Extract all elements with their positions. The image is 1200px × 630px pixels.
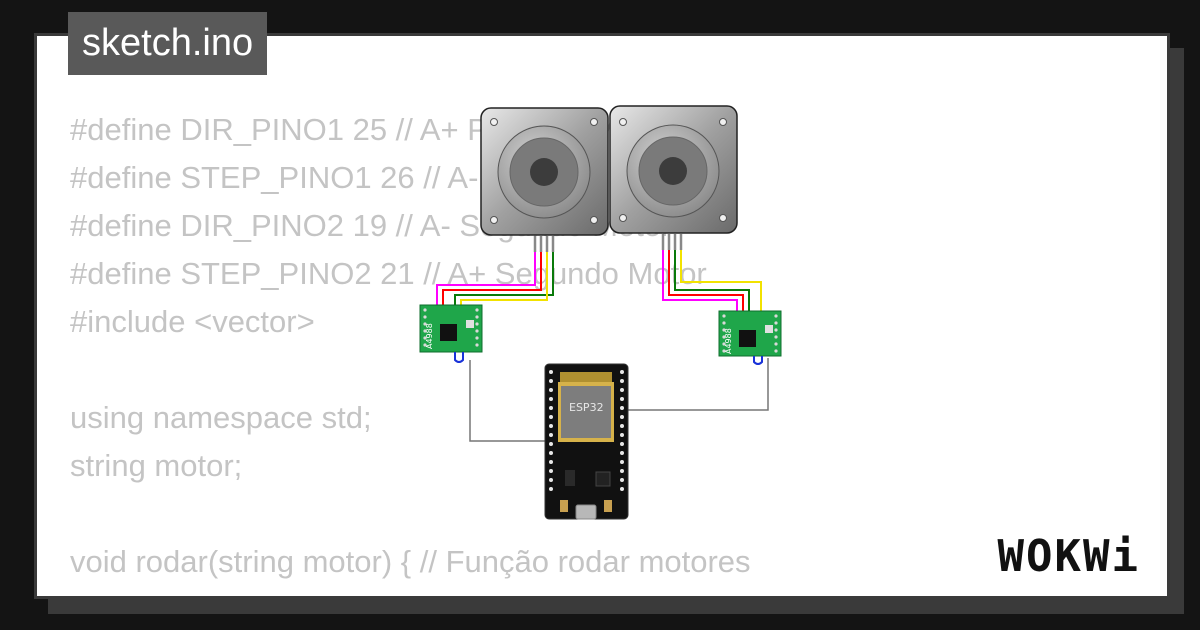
esp32-chip-label: ESP32 <box>569 401 604 414</box>
code-line: #define STEP_PINO2 21 // A+ Segundo Moto… <box>70 256 707 291</box>
driver-1-label: A4988 <box>425 323 434 349</box>
driver-1-jumper <box>454 352 464 363</box>
esp32-board[interactable]: ESP32 <box>544 363 629 520</box>
a4988-driver-2[interactable]: A4988 <box>718 310 782 357</box>
wokwi-logo: WOKWi <box>997 531 1140 582</box>
code-line: #include <vector> <box>70 304 315 339</box>
motor-2-wires <box>661 234 762 311</box>
motor-1-wires <box>436 236 555 305</box>
signal-wires <box>469 358 769 442</box>
stepper-motor-1[interactable] <box>480 107 609 236</box>
driver-2-jumper <box>753 356 763 365</box>
code-line: void rodar(string motor) { // Função rod… <box>70 544 751 579</box>
file-tab[interactable]: sketch.ino <box>68 12 268 75</box>
code-line: using namespace std; <box>70 400 372 435</box>
stepper-motor-2[interactable] <box>609 105 738 234</box>
code-line: string motor; <box>70 448 243 483</box>
driver-2-label: A4988 <box>724 328 733 354</box>
a4988-driver-1[interactable]: A4988 <box>419 304 483 353</box>
